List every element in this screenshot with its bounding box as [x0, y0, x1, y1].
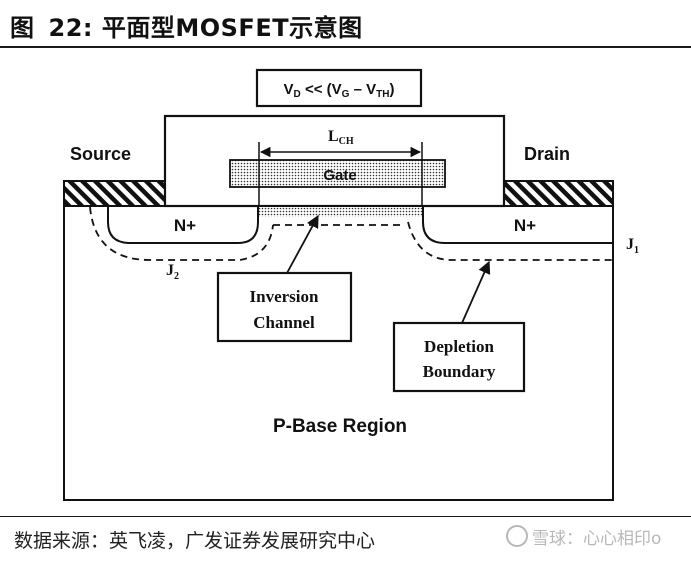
condition-box: VD << (VG – VTH)	[255, 68, 423, 108]
figure-prefix: 图	[10, 14, 35, 42]
inversion-callout-box	[216, 271, 353, 343]
gate-label: Gate	[323, 167, 356, 184]
lch-label: LCH	[328, 128, 354, 147]
gate-electrode	[229, 159, 446, 188]
n-plus-right-label: N+	[514, 216, 536, 235]
source-contact	[63, 180, 166, 207]
drain-label: Drain	[524, 144, 570, 164]
watermark-text: 雪球：心心相印o	[532, 529, 662, 549]
depletion-line-1: Depletion	[424, 337, 494, 356]
inversion-callout-arrow	[286, 214, 319, 274]
depletion-line-2: Boundary	[423, 362, 496, 381]
watermark: 雪球：心心相印o	[506, 524, 661, 549]
p-base-substrate	[63, 206, 614, 501]
drain-contact	[503, 180, 614, 207]
figure-number: 22:	[48, 14, 93, 42]
snowball-logo-icon	[506, 525, 528, 547]
j1-label: J1	[626, 236, 639, 256]
figure-title: 图 22: 平面型MOSFET示意图	[10, 8, 363, 43]
inversion-line-2: Channel	[253, 313, 315, 332]
condition-label: VD << (VG – VTH)	[284, 81, 395, 100]
bottom-rule	[0, 516, 691, 517]
source-label: Source	[70, 144, 131, 164]
inversion-channel-region	[259, 207, 422, 217]
depletion-callout-arrow	[461, 260, 491, 324]
n-plus-source-well	[107, 207, 259, 244]
j1-depletion-boundary	[407, 221, 613, 261]
n-plus-drain-well	[422, 207, 613, 244]
depletion-callout-box	[392, 321, 526, 393]
n-plus-left-label: N+	[174, 216, 196, 235]
top-rule	[0, 46, 691, 48]
figure-caption: 平面型MOSFET示意图	[101, 14, 363, 42]
j2-label: J2	[166, 262, 179, 282]
data-source-note: 数据来源：英飞凌，广发证券发展研究中心	[14, 530, 376, 552]
inversion-line-1: Inversion	[250, 287, 320, 306]
p-base-region-label: P-Base Region	[273, 416, 407, 437]
j2-depletion-boundary	[89, 206, 274, 261]
